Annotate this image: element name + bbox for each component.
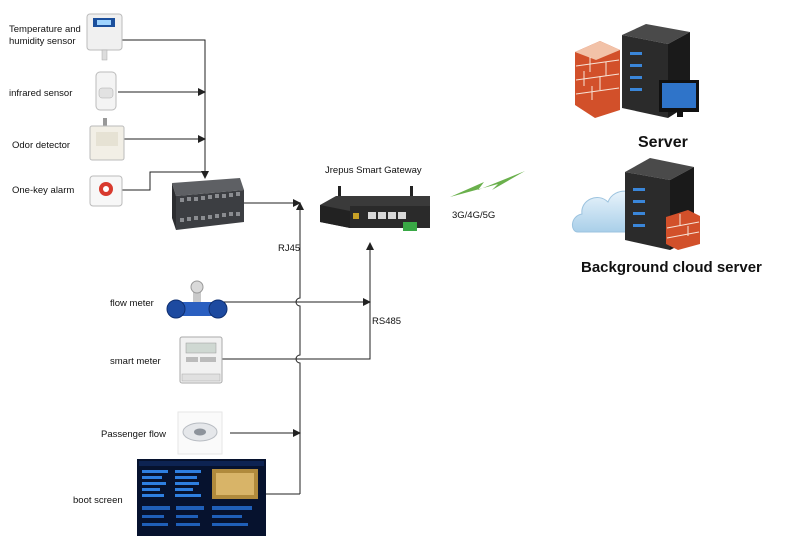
- wire-smart-meter: [222, 242, 374, 360]
- device-labels: Temperature and humidity sensor infrared…: [9, 24, 166, 506]
- boot-screen-icon: [137, 459, 266, 536]
- temp-sensor-icon: [86, 13, 123, 61]
- server-icon: [575, 24, 699, 118]
- wire-temp-sensor: [122, 39, 209, 179]
- rs485-label: RS485: [372, 316, 401, 327]
- wireless-label: 3G/4G/5G: [452, 210, 495, 221]
- label-temp-sensor-2: humidity sensor: [9, 36, 76, 47]
- label-infrared: infrared sensor: [9, 88, 72, 99]
- gateway-title: Jrepus Smart Gateway: [325, 165, 422, 176]
- label-passenger-flow: Passenger flow: [101, 429, 166, 440]
- label-smart-meter: smart meter: [110, 356, 161, 367]
- wire-alarm: [122, 171, 205, 191]
- label-odor: Odor detector: [12, 140, 70, 151]
- wireless-lightning-icon: [450, 171, 525, 197]
- wires: [118, 39, 374, 495]
- data-collector-icon: [172, 178, 244, 230]
- smart-gateway-icon: [320, 186, 430, 231]
- passenger-flow-camera-icon: [177, 411, 223, 455]
- wire-rj45-trunk: [295, 202, 304, 494]
- smart-meter-icon: [179, 336, 223, 384]
- label-flow-meter: flow meter: [110, 298, 154, 309]
- server-title: Server: [638, 134, 688, 151]
- cloud-server-title: Background cloud server: [581, 259, 762, 276]
- odor-detector-icon: [89, 118, 125, 161]
- infrared-sensor-icon: [95, 71, 117, 111]
- label-temp-sensor-1: Temperature and: [9, 24, 81, 35]
- label-alarm: One-key alarm: [12, 185, 74, 196]
- cloud-server-icon: [572, 158, 700, 250]
- rj45-label: RJ45: [278, 243, 300, 254]
- flow-meter-icon: [166, 280, 228, 319]
- label-boot-screen: boot screen: [73, 495, 123, 506]
- alarm-button-icon: [89, 175, 123, 207]
